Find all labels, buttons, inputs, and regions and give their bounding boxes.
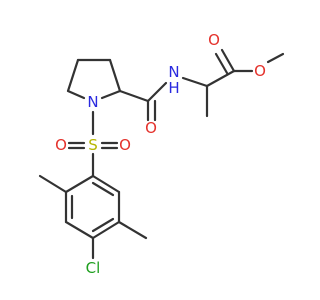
atom-o-amide: O: [145, 119, 157, 137]
atom-n-amide: N: [168, 63, 179, 81]
bond-calpha-n: [181, 76, 209, 88]
atom-o-sulfonyl-left: O: [55, 136, 67, 154]
molecule-diagram: O O N H O N S O O Cl: [38, 31, 285, 277]
bond-ring-c5-n: [66, 89, 86, 100]
bond-calpha-cester: [205, 69, 236, 88]
bond-ar-4-5-inner: [91, 217, 115, 233]
bond-n-camide: [146, 81, 168, 103]
bond-o-methyl: [266, 52, 285, 64]
atom-h-amide: H: [168, 79, 179, 97]
bond-ar-6-1-inner: [91, 181, 115, 197]
bond-camide-c2: [118, 89, 150, 103]
atom-o-carbonyl-ester: O: [208, 31, 220, 49]
atom-o-ester: O: [254, 62, 266, 80]
bond-ring-n-c2: [100, 89, 122, 100]
bond-ar-1-2: [64, 174, 95, 194]
molecule-structure: O O N H O N S O O Cl: [38, 31, 285, 277]
bond-ar-4-5: [91, 220, 121, 240]
bond-ar-methyl-right: [117, 220, 148, 240]
bond-ar-3-4: [64, 220, 95, 240]
atom-chlorine: Cl: [86, 259, 101, 277]
atom-s-sulfonyl: S: [88, 136, 98, 154]
bond-ester-c-o-2: [214, 52, 229, 75]
atom-o-sulfonyl-right: O: [119, 136, 131, 154]
bond-ring-c4-c5: [66, 58, 80, 93]
atom-n-ring: N: [87, 93, 98, 111]
bond-ring-c2-c3: [108, 58, 122, 93]
bond-ar-6-1: [91, 174, 121, 194]
bond-ester-c-o-1: [220, 48, 236, 73]
bond-ar-methyl-left: [38, 174, 68, 194]
